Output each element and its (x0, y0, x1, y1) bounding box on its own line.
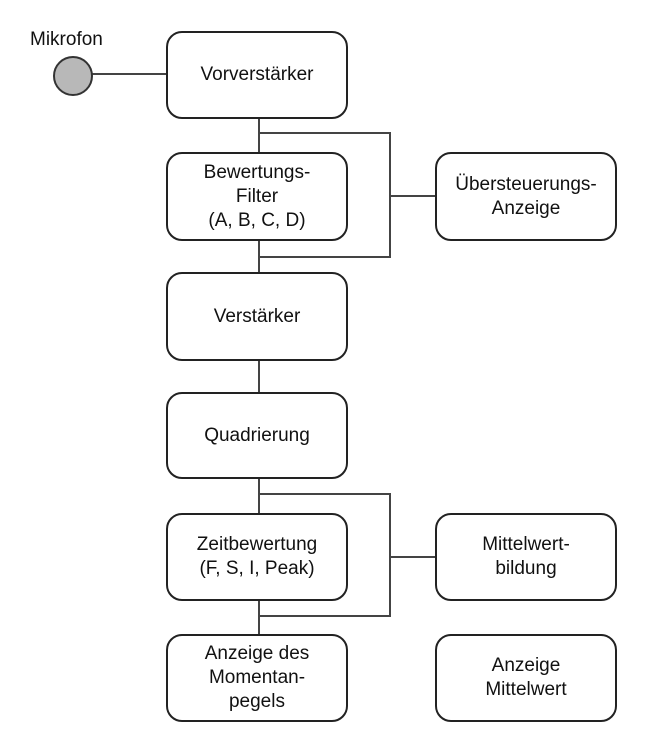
microphone-icon (53, 56, 93, 96)
block-text-line: Verstärker (213, 305, 301, 327)
block-text-line: Vorverstärker (200, 64, 314, 85)
block-anzeige-momentanpegel: Anzeige des Momentan- pegels (166, 634, 348, 722)
block-text-line: Quadrierung (204, 424, 310, 446)
block-verstaerker: Verstärker (166, 272, 348, 361)
block-text-line: bildung (495, 558, 557, 579)
block-label: Zeitbewertung (F, S, I, Peak) (197, 533, 317, 581)
microphone-label: Mikrofon (30, 29, 103, 50)
block-label: Anzeige des Momentan- pegels (205, 642, 310, 714)
block-mittelwertbildung: Mittelwert- bildung (435, 513, 617, 601)
block-vorverstaerker: Vorverstärker (166, 31, 348, 119)
block-label: Mittelwert- bildung (482, 533, 570, 581)
block-text-line: Mittelwert (485, 679, 567, 700)
block-zeitbewertung: Zeitbewertung (F, S, I, Peak) (166, 513, 348, 601)
block-text-line: Mittelwert- (482, 534, 570, 555)
block-label: Bewertungs- Filter (A, B, C, D) (204, 161, 311, 233)
block-text-line: (A, B, C, D) (208, 209, 306, 231)
block-uebersteuerungsanzeige: Übersteuerungs- Anzeige (435, 152, 617, 241)
block-text-line: Anzeige des (204, 643, 310, 664)
block-text-line: Filter (235, 185, 279, 207)
block-text-line: (F, S, I, Peak) (199, 558, 315, 579)
block-label: Vorverstärker (201, 63, 314, 87)
block-quadrierung: Quadrierung (166, 392, 348, 479)
block-bewertungsfilter: Bewertungs- Filter (A, B, C, D) (166, 152, 348, 241)
block-text-line: Zeitbewertung (196, 534, 318, 555)
block-label: Quadrierung (204, 424, 310, 448)
block-text-line: Anzeige (491, 655, 561, 676)
wire-bypass-bottom (259, 493, 391, 617)
block-text-line: Übersteuerungs- (455, 173, 597, 195)
block-label: Verstärker (214, 305, 301, 329)
block-label: Übersteuerungs- Anzeige (455, 173, 597, 221)
block-text-line: pegels (228, 691, 285, 712)
block-text-line: Anzeige (491, 197, 561, 219)
block-anzeige-mittelwert: Anzeige Mittelwert (435, 634, 617, 722)
block-text-line: Momentan- (208, 667, 306, 688)
block-text-line: Bewertungs- (203, 161, 311, 183)
block-label: Anzeige Mittelwert (485, 654, 566, 702)
